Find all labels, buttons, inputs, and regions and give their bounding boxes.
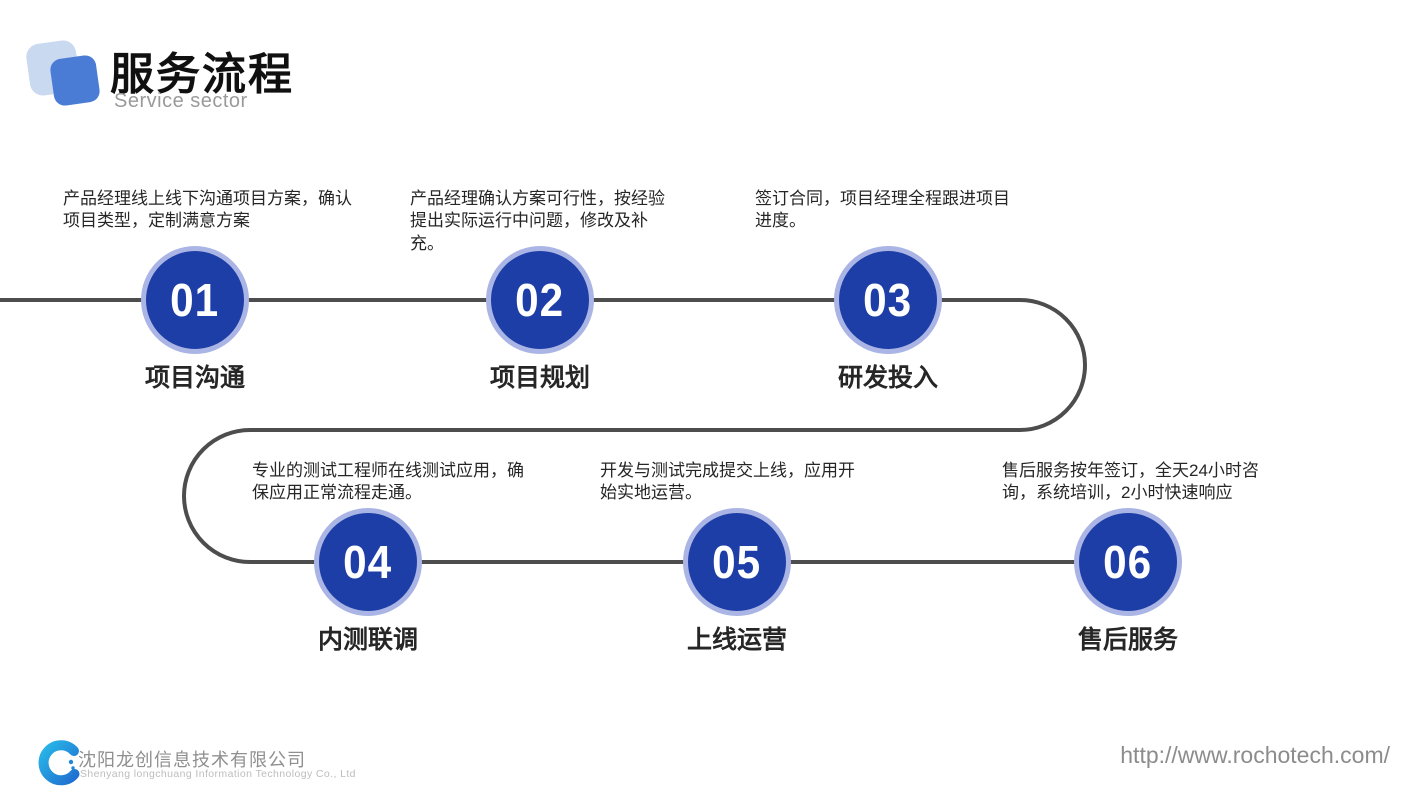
company-name-en: Shenyang longchuang Information Technolo… [80, 768, 356, 780]
page-subtitle: Service sector [114, 90, 248, 112]
step-1-number: 01 [170, 274, 220, 326]
step-2-number: 02 [515, 274, 565, 326]
company-name-cn: 沈阳龙创信息技术有限公司 [78, 750, 306, 770]
step-1-label: 项目沟通 [144, 364, 245, 392]
step-5-description: 开发与测试完成提交上线，应用开始实地运营。 [600, 461, 855, 503]
step-6-label: 售后服务 [1077, 626, 1178, 654]
step-3-number: 03 [863, 274, 913, 326]
step-6-description: 售后服务按年签订，全天24小时咨询，系统培训，2小时快速响应 [1002, 461, 1259, 503]
step-4-label: 内测联调 [317, 626, 418, 654]
step-3-description: 签订合同，项目经理全程跟进项目进度。 [755, 189, 1010, 231]
step-3-circle: 03 [834, 246, 942, 354]
step-1-description: 产品经理线上线下沟通项目方案，确认项目类型，定制满意方案 [63, 189, 352, 231]
step-2-label: 项目规划 [489, 364, 590, 392]
company-logo-icon [38, 740, 80, 786]
step-5-label: 上线运营 [686, 626, 787, 654]
step-4-number: 04 [343, 536, 393, 588]
step-6-circle: 06 [1074, 508, 1182, 616]
page-title: 服务流程 [110, 50, 294, 99]
step-1-circle: 01 [141, 246, 249, 354]
website-url: http://www.rochotech.com/ [1120, 742, 1390, 768]
step-4-circle: 04 [314, 508, 422, 616]
step-2-description: 产品经理确认方案可行性，按经验提出实际运行中问题，修改及补充。 [410, 189, 665, 253]
step-5-circle: 05 [683, 508, 791, 616]
step-5-number: 05 [712, 536, 762, 588]
step-6-number: 06 [1103, 536, 1153, 588]
step-4-description: 专业的测试工程师在线测试应用，确保应用正常流程走通。 [252, 461, 524, 503]
step-2-circle: 02 [486, 246, 594, 354]
step-3-label: 研发投入 [837, 364, 938, 392]
